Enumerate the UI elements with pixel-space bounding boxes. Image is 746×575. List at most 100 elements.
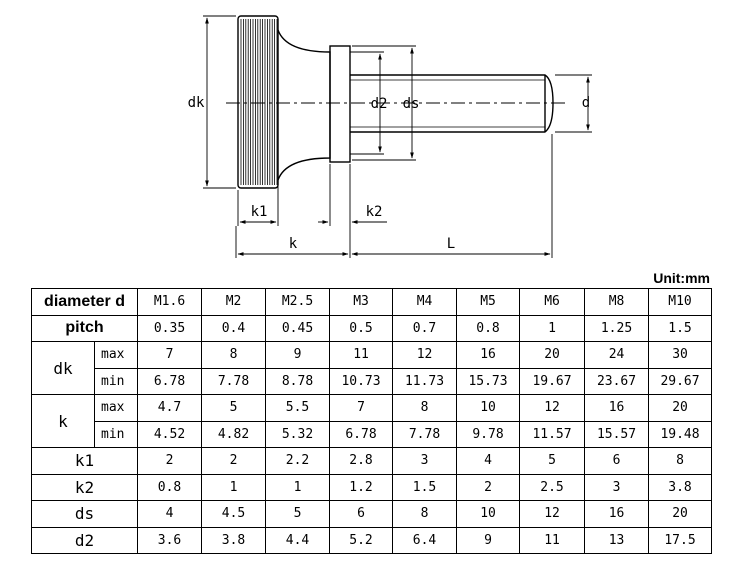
thumb-screw-drawing: dk k1 k2 k L d2 ds d [188, 15, 592, 258]
d2-label: d2 [371, 96, 388, 112]
size-cell: M1.6 [137, 288, 203, 316]
L-label: L [447, 236, 455, 252]
ds-cell: 10 [456, 500, 521, 528]
k2-cell: 3 [584, 473, 650, 501]
k2-cell: 1.5 [392, 473, 458, 501]
unit-label: Unit:mm [653, 270, 710, 286]
k1-cell: 2 [201, 447, 267, 475]
dk-min-cell: 8.78 [265, 367, 331, 395]
d-label: d [582, 95, 590, 111]
size-cell: M6 [519, 288, 586, 316]
k-max-cell: 7 [329, 394, 394, 422]
ds-cell: 16 [584, 500, 650, 528]
k-min-cell: 4.52 [137, 420, 203, 448]
d2-header: d2 [30, 526, 139, 554]
k2-cell: 1 [201, 473, 267, 501]
k1-cell: 2 [137, 447, 203, 475]
k-max-cell: 8 [392, 394, 458, 422]
pitch-header: pitch [30, 314, 139, 342]
d2-cell: 3.8 [201, 526, 267, 554]
k1-header: k1 [30, 447, 139, 475]
max-label: max [93, 394, 139, 422]
dk-min-cell: 23.67 [584, 367, 650, 395]
dk-max-cell: 30 [648, 341, 713, 369]
ds-cell: 12 [519, 500, 586, 528]
k1-cell: 4 [456, 447, 521, 475]
ds-cell: 8 [392, 500, 458, 528]
ds-cell: 4 [137, 500, 203, 528]
k2-cell: 0.8 [137, 473, 203, 501]
k-max-cell: 5.5 [265, 394, 331, 422]
ds-cell: 4.5 [201, 500, 267, 528]
knurl-lines [240, 19, 278, 185]
ds-label: ds [403, 96, 420, 112]
pitch-cell: 0.45 [265, 314, 331, 342]
k-max-cell: 12 [519, 394, 586, 422]
size-cell: M2 [201, 288, 267, 316]
size-cell: M8 [584, 288, 650, 316]
max-label: max [93, 341, 139, 369]
dk-header: dk [31, 341, 95, 395]
d2-cell: 4.4 [265, 526, 331, 554]
k2-cell: 1.2 [329, 473, 394, 501]
dimension-lines [203, 15, 592, 258]
pitch-cell: 1 [519, 314, 586, 342]
dk-min-cell: 11.73 [392, 367, 458, 395]
d2-cell: 6.4 [392, 526, 458, 554]
k-min-cell: 7.78 [392, 420, 458, 448]
k2-cell: 2 [456, 473, 521, 501]
k2-cell: 1 [265, 473, 331, 501]
dk-max-cell: 8 [201, 341, 267, 369]
d2-cell: 11 [519, 526, 586, 554]
d2-cell: 9 [456, 526, 521, 554]
size-cell: M2.5 [265, 288, 331, 316]
k-min-cell: 4.82 [201, 420, 267, 448]
k1-cell: 3 [392, 447, 458, 475]
k-min-cell: 9.78 [456, 420, 521, 448]
k-max-cell: 20 [648, 394, 713, 422]
diameter-header: diameter d [30, 288, 139, 316]
pitch-cell: 0.4 [201, 314, 267, 342]
dk-min-cell: 19.67 [519, 367, 586, 395]
min-label: min [93, 420, 139, 448]
ds-cell: 5 [265, 500, 331, 528]
d2-cell: 5.2 [329, 526, 394, 554]
dk-min-cell: 10.73 [329, 367, 394, 395]
dk-min-cell: 15.73 [456, 367, 521, 395]
dk-max-cell: 20 [519, 341, 586, 369]
k2-cell: 2.5 [519, 473, 586, 501]
pitch-cell: 0.35 [137, 314, 203, 342]
size-cell: M4 [392, 288, 458, 316]
pitch-cell: 0.7 [392, 314, 458, 342]
k-max-cell: 10 [456, 394, 521, 422]
size-cell: M5 [456, 288, 521, 316]
k1-cell: 6 [584, 447, 650, 475]
k-min-cell: 19.48 [648, 420, 713, 448]
k-max-cell: 5 [201, 394, 267, 422]
min-label: min [93, 367, 139, 395]
head-neck [277, 29, 331, 181]
dk-max-cell: 12 [392, 341, 458, 369]
pitch-cell: 0.8 [456, 314, 521, 342]
dk-max-cell: 9 [265, 341, 331, 369]
k2-header: k2 [30, 473, 139, 501]
ds-cell: 20 [648, 500, 713, 528]
pitch-cell: 1.5 [648, 314, 713, 342]
k2-label: k2 [366, 204, 383, 220]
size-cell: M10 [648, 288, 713, 316]
k1-cell: 8 [648, 447, 713, 475]
k1-cell: 5 [519, 447, 586, 475]
d2-cell: 13 [584, 526, 650, 554]
k-max-cell: 4.7 [137, 394, 203, 422]
k-header: k [31, 394, 95, 448]
